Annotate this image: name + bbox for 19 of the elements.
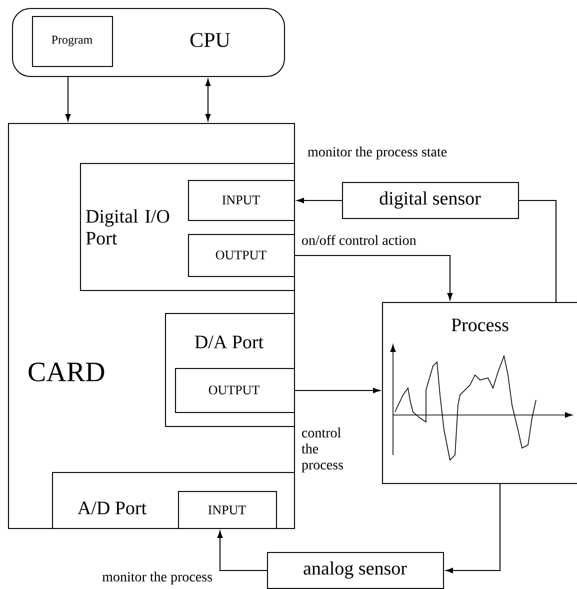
arrow (294, 388, 380, 394)
arrow (446, 484, 500, 574)
arrow (296, 198, 342, 204)
arrow (205, 78, 211, 122)
arrow (217, 530, 268, 571)
sensor-box: digital sensor (342, 182, 519, 219)
output-box: OUTPUT (175, 368, 295, 413)
process-box: Process (382, 302, 577, 484)
input-box: INPUT (178, 491, 277, 529)
output-box: OUTPUT (188, 234, 295, 277)
input-box: INPUT (188, 180, 295, 221)
arrow (65, 76, 71, 122)
arrow (294, 255, 453, 300)
edge-label: control the process (300, 426, 358, 474)
edge-label: on/off control action (300, 234, 418, 246)
annotation: monitor the process state (308, 146, 447, 160)
sensor-box: analog sensor (267, 552, 444, 589)
annotation: monitor the process (102, 572, 212, 584)
program-box: Program (32, 16, 113, 67)
